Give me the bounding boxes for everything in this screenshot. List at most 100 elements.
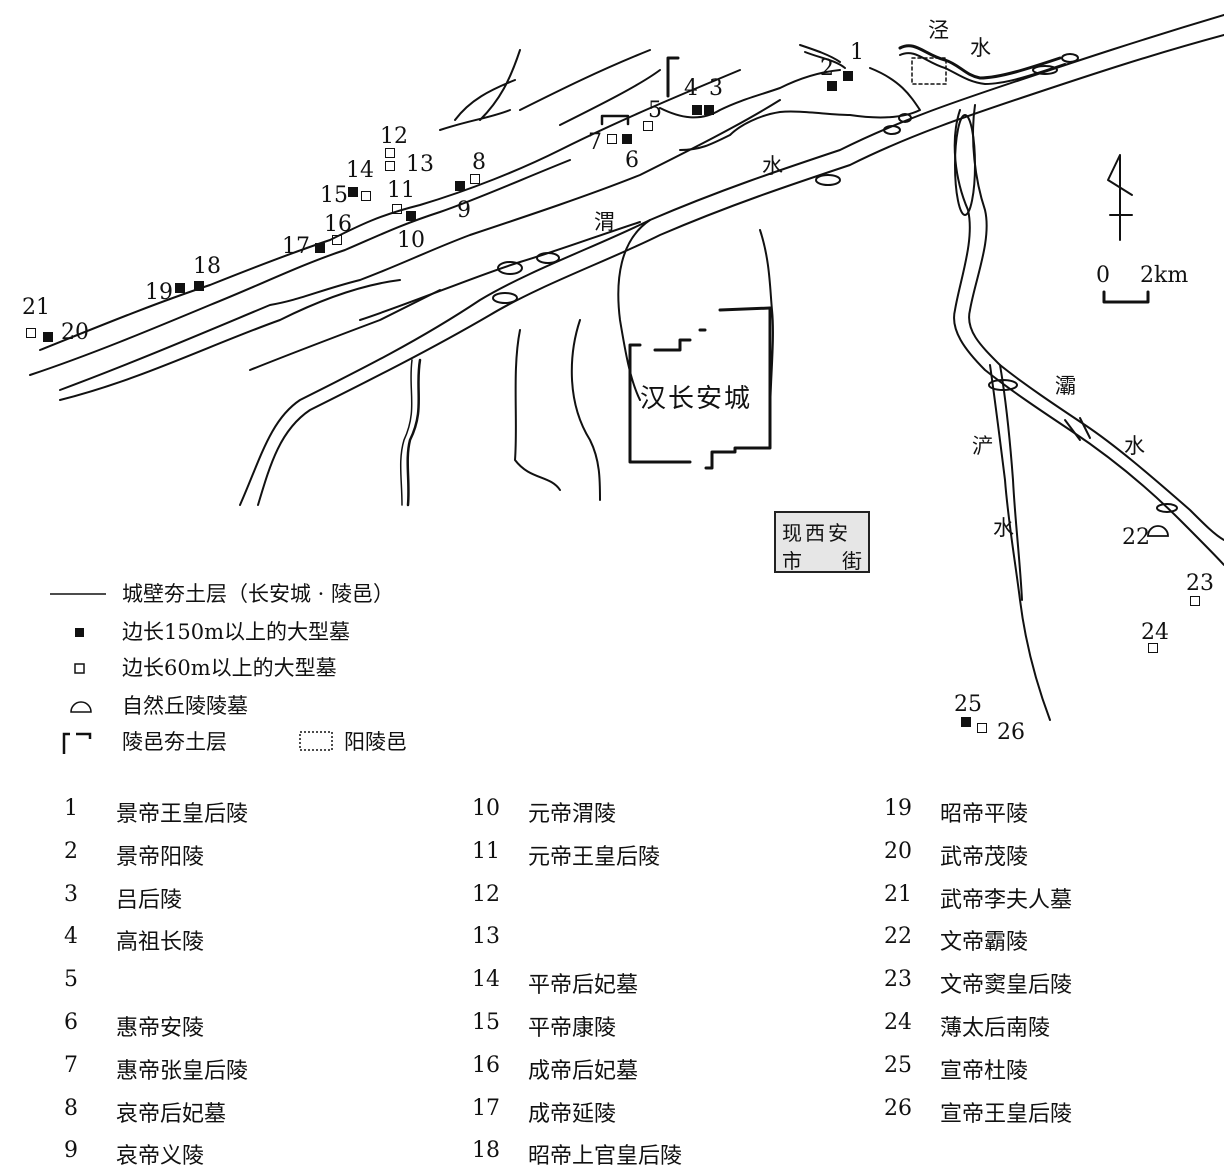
tomb-list-number: 9 [64, 1138, 78, 1164]
tomb-number-label: 26 [997, 720, 1025, 745]
open-square-icon [385, 161, 395, 171]
tomb-number-label: 5 [648, 98, 662, 123]
open-square-icon [332, 235, 342, 245]
open-square-icon [643, 121, 653, 131]
filled-square-icon [843, 71, 853, 81]
bracket-icon [62, 732, 92, 754]
filled-square-icon [315, 243, 325, 253]
tomb-number-label: 14 [346, 158, 374, 183]
filled-square-icon [704, 105, 714, 115]
tomb-number-label: 24 [1141, 620, 1169, 645]
tomb-number-label: 2 [820, 56, 834, 81]
tomb-list-name: 平帝后妃墓 [528, 973, 639, 999]
filled-square-icon [43, 332, 53, 342]
tomb-number-label: 8 [472, 150, 486, 175]
tomb-number-label: 7 [588, 130, 602, 155]
filled-square-icon [75, 628, 84, 637]
tomb-number-label: 9 [457, 198, 471, 223]
tomb-list-name: 成帝后妃墓 [528, 1058, 639, 1084]
tomb-list-number: 21 [884, 881, 912, 907]
legend-label: 陵邑夯土层 [122, 730, 227, 754]
tomb-number-label: 13 [406, 152, 434, 177]
tomb-list-number: 16 [472, 1052, 500, 1078]
open-square-icon [385, 148, 395, 158]
tomb-list-number: 23 [884, 967, 912, 993]
tomb-list-number: 14 [472, 967, 500, 993]
open-square-icon [26, 328, 36, 338]
tomb-list-name: 武帝李夫人墓 [940, 887, 1073, 913]
tomb-list-name: 元帝渭陵 [528, 802, 617, 827]
tomb-number-label: 11 [387, 178, 415, 203]
tomb-list-number: 12 [472, 881, 500, 907]
tomb-list-name: 哀帝义陵 [116, 1144, 205, 1170]
tomb-list-name: 哀帝后妃墓 [116, 1101, 227, 1127]
tomb-list-name: 宣帝王皇后陵 [940, 1101, 1073, 1127]
modern-xian-line1: 现西安 [782, 521, 851, 545]
legend-label: 城壁夯土层（长安城 · 陵邑） [122, 582, 395, 606]
tomb-list-number: 8 [64, 1095, 78, 1121]
river-label-wei: 渭 [594, 210, 615, 234]
open-square-icon [470, 174, 480, 184]
filled-square-icon [455, 181, 465, 191]
north-arrow-icon [1108, 150, 1138, 240]
tomb-list-number: 19 [884, 796, 912, 821]
modern-xian-box: 现西安 市 街 [774, 511, 870, 573]
tomb-list-name: 昭帝上官皇后陵 [528, 1144, 683, 1170]
tomb-number-label: 23 [1186, 571, 1214, 596]
tomb-number-label: 18 [193, 254, 221, 279]
legend-label-yangling: 阳陵邑 [344, 730, 407, 754]
tomb-list-name: 宣帝杜陵 [940, 1058, 1029, 1084]
line-icon [50, 593, 106, 595]
open-square-icon [1190, 596, 1200, 606]
tomb-list-number: 22 [884, 924, 912, 950]
river-label-ba: 灞 [1055, 374, 1076, 398]
tomb-number-label: 20 [61, 320, 89, 345]
river-label-wei-water: 水 [762, 154, 783, 178]
filled-square-icon [827, 81, 837, 91]
tomb-list-name: 成帝延陵 [528, 1101, 617, 1127]
tomb-number-label: 10 [397, 228, 425, 253]
legend-item-lingyi: 陵邑夯土层 阳陵邑 [40, 726, 460, 756]
tomb-number-label: 12 [380, 124, 408, 149]
filled-square-icon [406, 211, 416, 221]
tomb-number-label: 22 [1122, 525, 1150, 550]
legend-label: 边长150m以上的大型墓 [122, 620, 350, 644]
tomb-list-name: 惠帝张皇后陵 [116, 1058, 249, 1084]
modern-xian-line2: 市 街 [782, 545, 862, 574]
legend-label: 边长60m以上的大型墓 [122, 656, 337, 680]
tomb-list-number: 1 [64, 796, 78, 821]
tomb-number-label: 21 [22, 295, 50, 320]
river-terrain-lines [29, 14, 1224, 721]
tomb-list-name: 文帝霸陵 [940, 930, 1029, 956]
tomb-list-name: 昭帝平陵 [940, 802, 1029, 827]
tomb-list-name: 惠帝安陵 [116, 1016, 205, 1041]
tomb-list-name: 景帝阳陵 [116, 844, 205, 870]
tomb-list-name: 武帝茂陵 [940, 844, 1029, 870]
open-square-icon [607, 134, 617, 144]
tomb-number-label: 17 [282, 234, 310, 259]
filled-square-icon [348, 187, 358, 197]
filled-square-icon [692, 105, 702, 115]
tomb-list-number: 3 [64, 881, 78, 907]
open-square-icon [361, 191, 371, 201]
tomb-number-label: 15 [320, 183, 348, 208]
tomb-list-number: 18 [472, 1138, 500, 1164]
river-label-jing: 泾 [928, 18, 949, 42]
tomb-list-name: 薄太后南陵 [940, 1016, 1051, 1041]
tomb-number-label: 3 [709, 76, 723, 101]
tomb-list-number: 5 [64, 967, 78, 993]
tomb-list-number: 17 [472, 1095, 500, 1121]
tomb-list-number: 6 [64, 1010, 78, 1035]
tomb-list-number: 25 [884, 1052, 912, 1078]
tomb-list-number: 20 [884, 838, 912, 864]
river-label-chan-water: 水 [993, 516, 1014, 540]
tomb-list-name: 元帝王皇后陵 [528, 844, 661, 870]
tomb-number-label: 1 [850, 40, 864, 65]
tomb-list-name: 吕后陵 [116, 887, 183, 913]
tomb-list-number: 15 [472, 1010, 500, 1035]
dotted-rect-icon [299, 731, 333, 751]
tomb-list-name: 高祖长陵 [116, 930, 205, 956]
tomb-list-number: 24 [884, 1010, 912, 1035]
tomb-list-number: 4 [64, 924, 78, 950]
